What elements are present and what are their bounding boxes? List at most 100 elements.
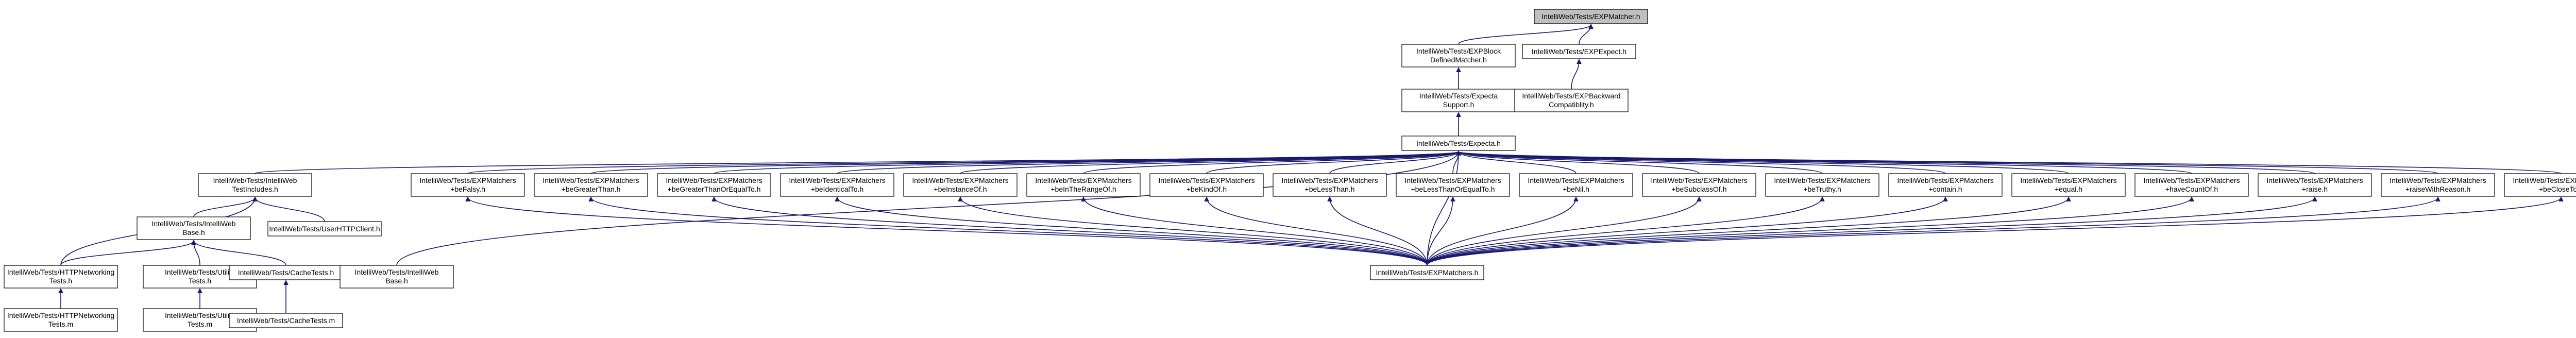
node-cachetests-box — [229, 265, 343, 280]
node-equal-box — [2011, 173, 2126, 197]
node-beidenticalto-label-line-1: IntelliWeb/Tests/EXPMatchers — [789, 176, 885, 184]
node-equal[interactable]: IntelliWeb/Tests/EXPMatchers+equal.h — [2011, 173, 2126, 197]
node-raise[interactable]: IntelliWeb/Tests/EXPMatchers+raise.h — [2258, 173, 2372, 197]
node-begreaterthanorequalto[interactable]: IntelliWeb/Tests/EXPMatchers+beGreaterTh… — [657, 173, 771, 197]
edge-expmatchers-to-beintherangeof — [1083, 197, 1428, 266]
edge-cachetests-to-intelliwebtestsbase — [194, 241, 286, 266]
node-expecta-label-line-1: IntelliWeb/Tests/Expecta.h — [1416, 139, 1501, 147]
node-betruthy-label-line-1: IntelliWeb/Tests/EXPMatchers — [1774, 176, 1870, 184]
node-raise-label-line-2: +raise.h — [2302, 185, 2328, 193]
node-beinstanceof-label-line-2: +beInstanceOf.h — [934, 185, 987, 193]
node-intelliwebtestincludes-label-line-1: IntelliWeb/Tests/IntelliWeb — [213, 176, 297, 184]
node-blockdefined-label-line-2: DefinedMatcher.h — [1430, 56, 1487, 64]
node-befalsy-label-line-2: +beFalsy.h — [450, 185, 485, 193]
node-begreaterthan-label-line-2: +beGreaterThan.h — [562, 185, 621, 193]
node-expecta[interactable]: IntelliWeb/Tests/Expecta.h — [1401, 136, 1516, 151]
node-backwardcompat[interactable]: IntelliWeb/Tests/EXPBackwardCompatiblity… — [1514, 89, 1629, 112]
edge-expmatchers-to-beinstanceof — [960, 197, 1428, 266]
edge-bekindof-to-expecta — [1206, 151, 1459, 174]
node-xpmatcher[interactable]: IntelliWeb/Tests/EXPMatcher.h — [1534, 9, 1648, 24]
node-httpnetworkingtests_m-label-line-2: Tests.m — [48, 320, 73, 328]
node-begreaterthan[interactable]: IntelliWeb/Tests/EXPMatchers+beGreaterTh… — [534, 173, 648, 197]
node-belessthanorequalto-label-line-1: IntelliWeb/Tests/EXPMatchers — [1404, 176, 1501, 184]
node-benil-label-line-2: +beNil.h — [1563, 185, 1589, 193]
node-besubclassof-label-line-2: +beSubclassOf.h — [1671, 185, 1726, 193]
node-httpnetworkingtests_m-label-line-1: IntelliWeb/Tests/HTTPNetworking — [7, 311, 114, 319]
edge-intelliwebtestsbase-to-intelliwebtestincludes — [193, 197, 255, 217]
node-intelliwebtestsbase-box — [137, 216, 251, 240]
edge-expmatchers-to-equal — [1427, 197, 2069, 266]
edge-expmatchers-to-belessthan — [1330, 197, 1428, 266]
node-befalsy[interactable]: IntelliWeb/Tests/EXPMatchers+beFalsy.h — [411, 173, 525, 197]
node-beinstanceof[interactable]: IntelliWeb/Tests/EXPMatchers+beInstanceO… — [903, 173, 1018, 197]
node-betruthy-box — [1765, 173, 1879, 197]
edge-expmatchers-to-benil — [1427, 197, 1576, 266]
node-betruthy[interactable]: IntelliWeb/Tests/EXPMatchers+beTruthy.h — [1765, 173, 1879, 197]
node-beintherangeof-box — [1026, 173, 1141, 197]
edges-layer — [61, 25, 2561, 313]
node-beidenticalto-label-line-2: +beIdenticalTo.h — [811, 185, 863, 193]
node-belessthanorequalto-box — [1396, 173, 1510, 197]
node-becloseto-box — [2504, 173, 2576, 197]
node-besubclassof-label-line-1: IntelliWeb/Tests/EXPMatchers — [1651, 176, 1747, 184]
node-contain[interactable]: IntelliWeb/Tests/EXPMatchers+contain.h — [1888, 173, 2003, 197]
node-bekindof-box — [1149, 173, 1264, 197]
node-expecta-box — [1401, 136, 1516, 151]
node-blockdefined-box — [1401, 44, 1516, 67]
edge-expect-to-xpmatcher — [1579, 25, 1591, 45]
edge-expmatchers-to-bekindof — [1207, 197, 1428, 266]
edge-expmatchers-to-raise — [1427, 197, 2315, 266]
node-expect-box — [1522, 44, 1636, 59]
edge-expmatchers-to-becloseto — [1427, 197, 2561, 266]
node-intelliwebtestincludes[interactable]: IntelliWeb/Tests/IntelliWebTestIncludes.… — [198, 173, 312, 197]
node-cachetests_m[interactable]: IntelliWeb/Tests/CacheTests.m — [229, 313, 343, 328]
node-belessthan[interactable]: IntelliWeb/Tests/EXPMatchers+beLessThan.… — [1273, 173, 1387, 197]
node-userhttpclient-box — [267, 221, 382, 236]
node-betruthy-label-line-2: +beTruthy.h — [1803, 185, 1841, 193]
node-cachetests[interactable]: IntelliWeb/Tests/CacheTests.h — [229, 265, 343, 280]
node-equal-label-line-2: +equal.h — [2055, 185, 2082, 193]
node-equal-label-line-1: IntelliWeb/Tests/EXPMatchers — [2020, 176, 2116, 184]
edge-expmatchers-to-expecta — [1427, 151, 1459, 266]
node-begreaterthan-box — [534, 173, 648, 197]
node-raise-label-line-1: IntelliWeb/Tests/EXPMatchers — [2266, 176, 2363, 184]
node-blockdefined[interactable]: IntelliWeb/Tests/EXPBlockDefinedMatcher.… — [1401, 44, 1516, 67]
node-intelliwebbase2-label-line-1: IntelliWeb/Tests/IntelliWeb — [355, 268, 439, 276]
node-raisewithreason-label-line-1: IntelliWeb/Tests/EXPMatchers — [2389, 176, 2486, 184]
edge-expmatchers-to-contain — [1427, 197, 1945, 266]
node-raisewithreason[interactable]: IntelliWeb/Tests/EXPMatchers+raiseWithRe… — [2381, 173, 2495, 197]
node-expect-label-line-1: IntelliWeb/Tests/EXPExpect.h — [1532, 47, 1626, 56]
node-besubclassof[interactable]: IntelliWeb/Tests/EXPMatchers+beSubclassO… — [1642, 173, 1756, 197]
node-expectsupport-box — [1401, 89, 1516, 112]
edge-contain-to-expecta — [1459, 151, 1946, 174]
edge-backwardcompat-to-expect — [1571, 60, 1579, 90]
node-becloseto-label-line-1: IntelliWeb/Tests/EXPMatchers — [2513, 176, 2576, 184]
node-havecountof-box — [2134, 173, 2249, 197]
node-bekindof[interactable]: IntelliWeb/Tests/EXPMatchers+beKindOf.h — [1149, 173, 1264, 197]
edge-expmatchers-to-raisewithreason — [1427, 197, 2438, 266]
node-begreaterthanorequalto-label-line-1: IntelliWeb/Tests/EXPMatchers — [666, 176, 762, 184]
node-benil[interactable]: IntelliWeb/Tests/EXPMatchers+beNil.h — [1519, 173, 1633, 197]
node-expect[interactable]: IntelliWeb/Tests/EXPExpect.h — [1522, 44, 1636, 59]
node-beintherangeof[interactable]: IntelliWeb/Tests/EXPMatchers+beInTheRang… — [1026, 173, 1141, 197]
node-userhttpclient[interactable]: IntelliWeb/Tests/UserHTTPClient.h — [267, 221, 382, 236]
node-havecountof[interactable]: IntelliWeb/Tests/EXPMatchers+haveCountOf… — [2134, 173, 2249, 197]
node-httpnetworkingtests-box — [4, 265, 118, 289]
node-blockdefined-label-line-1: IntelliWeb/Tests/EXPBlock — [1416, 47, 1501, 55]
node-expmatchers[interactable]: IntelliWeb/Tests/EXPMatchers.h — [1370, 265, 1484, 280]
node-beidenticalto[interactable]: IntelliWeb/Tests/EXPMatchers+beIdentical… — [780, 173, 894, 197]
node-bekindof-label-line-2: +beKindOf.h — [1187, 185, 1227, 193]
node-backwardcompat-box — [1514, 89, 1629, 112]
node-httpnetworkingtests-label-line-1: IntelliWeb/Tests/HTTPNetworking — [7, 268, 114, 276]
node-benil-label-line-1: IntelliWeb/Tests/EXPMatchers — [1528, 176, 1624, 184]
edge-httpnetworkingtests-to-intelliwebtestsbase — [60, 241, 194, 266]
node-belessthanorequalto[interactable]: IntelliWeb/Tests/EXPMatchers+beLessThanO… — [1396, 173, 1510, 197]
node-becloseto[interactable]: IntelliWeb/Tests/EXPMatchers+beCloseTo.h — [2504, 173, 2576, 197]
node-expmatchers-label-line-1: IntelliWeb/Tests/EXPMatchers.h — [1376, 268, 1479, 277]
